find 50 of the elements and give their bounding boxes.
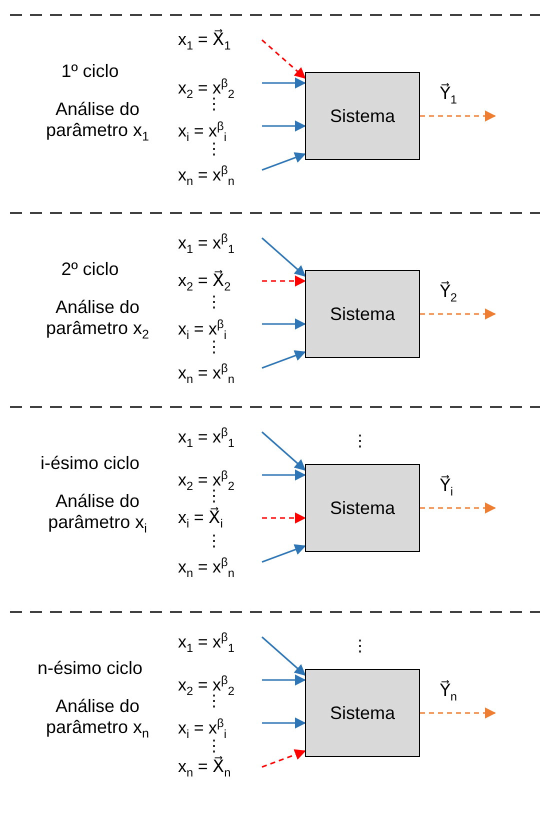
system-box: Sistema [305, 72, 420, 160]
edge-label: Y⃗$_{i}$ [440, 476, 454, 498]
edge-label: Y⃗$_{1}$ [440, 84, 458, 106]
arrow [261, 39, 306, 79]
arrow [262, 717, 306, 729]
analysis-text: Análise do parâmetro x$_{1}$ [44, 99, 150, 144]
ellipsis: ⋮ [206, 738, 216, 754]
arrow [261, 237, 306, 277]
variable-label: x$_{1}$ = X⃗$_{1}$ [178, 25, 262, 55]
edge-label: Y⃗$_{n}$ [440, 681, 458, 704]
cycle-title: i-ésimo ciclo [39, 453, 141, 474]
cycle-title: 1º ciclo [60, 61, 120, 82]
arrow [262, 512, 306, 524]
cycle-title: 2º ciclo [60, 259, 120, 280]
arrow [261, 431, 306, 471]
variable-label: x$_{2}$ = X⃗$_{2}$ [178, 266, 262, 296]
ellipsis: ⋮ [206, 693, 216, 709]
ellipsis: ⋮ [206, 339, 216, 355]
ellipsis: ⋮ [206, 488, 216, 504]
arrow [262, 749, 306, 768]
arrow [262, 674, 306, 686]
arrow [420, 110, 496, 122]
ellipsis: ⋮ [352, 433, 362, 449]
cycle-title: n-ésimo ciclo [36, 658, 144, 679]
variable-label: x$_{n}$ = X⃗$_{n}$ [178, 752, 262, 782]
arrow [262, 544, 306, 563]
arrow [262, 469, 306, 481]
arrow [420, 707, 496, 719]
arrow [262, 275, 306, 287]
system-box: Sistema [305, 669, 420, 757]
arrow [262, 120, 306, 132]
system-box: Sistema [305, 464, 420, 552]
ellipsis: ⋮ [206, 533, 216, 549]
arrow [420, 502, 496, 514]
ellipsis: ⋮ [206, 141, 216, 157]
ellipsis: ⋮ [206, 96, 216, 112]
arrow [262, 77, 306, 89]
arrow [420, 308, 496, 320]
analysis-text: Análise do parâmetro x$_{2}$ [44, 297, 150, 342]
analysis-text: Análise do parâmetro x$_{i}$ [47, 491, 148, 536]
arrow [262, 318, 306, 330]
ellipsis: ⋮ [206, 294, 216, 310]
edge-label: Y⃗$_{2}$ [440, 282, 458, 304]
ellipsis: ⋮ [352, 638, 362, 654]
analysis-text: Análise do parâmetro x$_{n}$ [44, 696, 150, 741]
arrow [261, 636, 306, 676]
arrow [262, 350, 306, 369]
variable-label: x$_{i}$ = X⃗$_{i}$ [178, 503, 262, 533]
arrow [262, 152, 306, 171]
system-box: Sistema [305, 270, 420, 358]
